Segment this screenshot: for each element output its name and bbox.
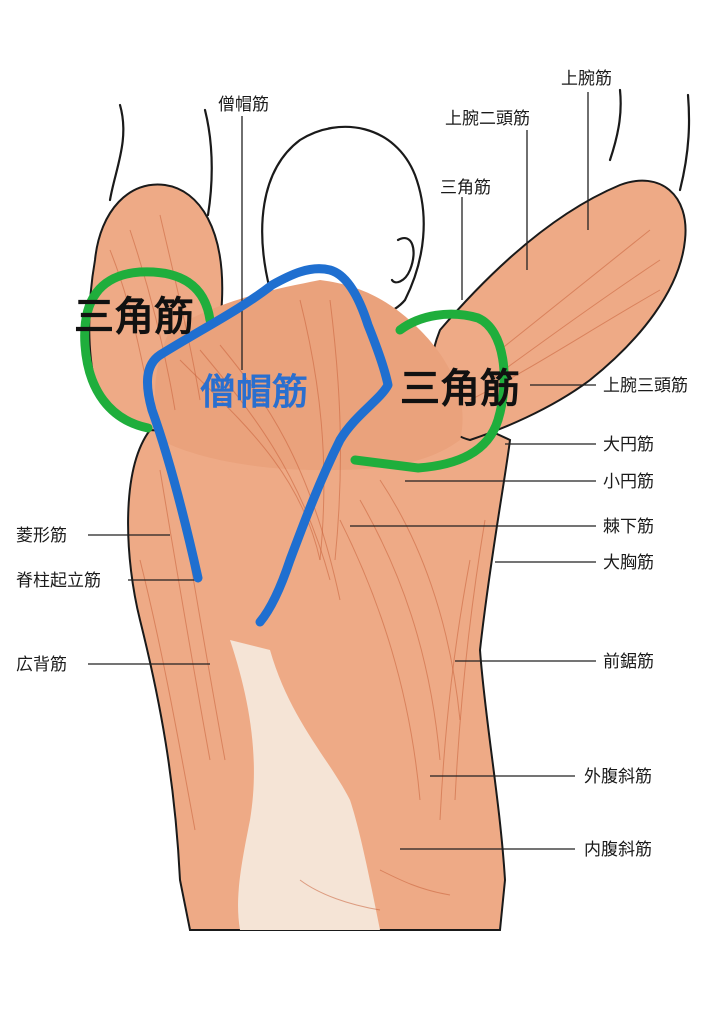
label-jouwan-nitoukin: 上腕二頭筋: [445, 109, 530, 129]
label-shouenkin: 小円筋: [603, 472, 654, 492]
label-gaifukushakin: 外腹斜筋: [584, 767, 652, 787]
annotation-trapezius: 僧帽筋: [200, 372, 308, 413]
muscle-fibers: [109, 214, 661, 911]
left-arm-outline: [108, 103, 125, 202]
label-soubouki: 僧帽筋: [218, 95, 269, 115]
label-sankakukin: 三角筋: [440, 178, 491, 198]
label-daikyoukin: 大胸筋: [603, 553, 654, 573]
ear: [390, 237, 415, 284]
label-jouwankin: 上腕筋: [561, 69, 612, 89]
label-kouhaikin: 広背筋: [16, 655, 67, 675]
annotation-deltoid-right: 三角筋: [400, 366, 520, 412]
label-naifukushakin: 内腹斜筋: [584, 840, 652, 860]
trapezius-outline: [143, 264, 393, 627]
label-sekichuukiritsukin: 脊柱起立筋: [16, 571, 101, 591]
right-deltoid-outline: [350, 309, 509, 473]
label-zenkyokin: 前鋸筋: [603, 652, 654, 672]
label-daienkin: 大円筋: [603, 435, 654, 455]
lumbar-fascia: [230, 640, 380, 930]
label-jouwan-santoukin: 上腕三頭筋: [603, 376, 688, 396]
label-kyokakin: 棘下筋: [603, 517, 654, 537]
left-arm-outline-2: [203, 108, 213, 217]
leader-lines: [88, 92, 596, 850]
annotation-deltoid-left: 三角筋: [74, 294, 194, 340]
label-ryoukeikin: 菱形筋: [16, 526, 67, 546]
right-arm-outline: [678, 93, 691, 192]
right-arm-outline-2: [608, 88, 622, 162]
left-deltoid-outline: [80, 267, 215, 433]
upper-back: [154, 280, 463, 470]
